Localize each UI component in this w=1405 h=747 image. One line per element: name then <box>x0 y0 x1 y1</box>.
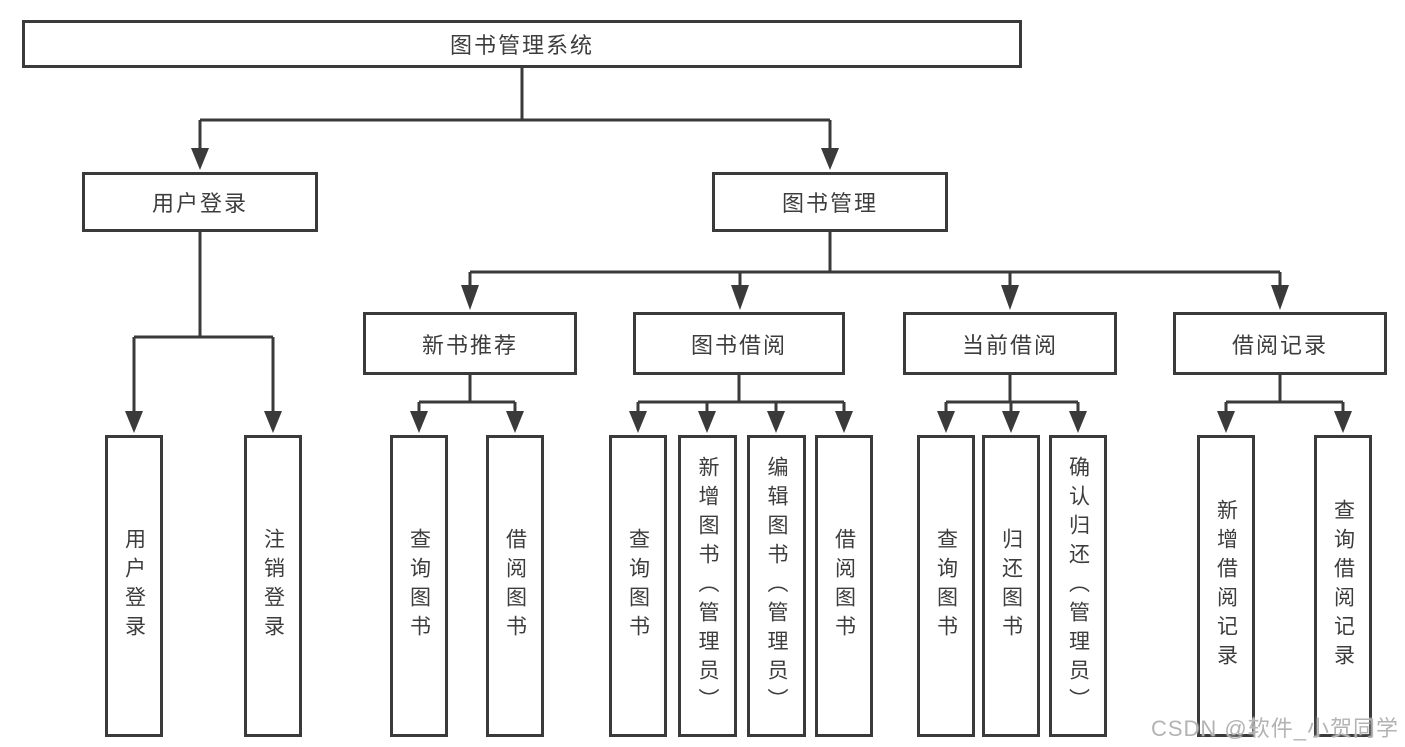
leaf-logout-label: 注销登录 <box>261 528 285 644</box>
leaf-return-books-label: 归还图书 <box>999 528 1023 644</box>
leaf-add-books-admin: 新增图书（管理员） <box>678 435 737 737</box>
leaf-query-books-borrow: 查询图书 <box>609 435 667 737</box>
node-book-management: 图书管理 <box>712 172 948 232</box>
node-book-management-label: 图书管理 <box>781 191 878 216</box>
node-book-borrow: 图书借阅 <box>633 312 845 375</box>
leaf-query-books-current: 查询图书 <box>917 435 975 737</box>
node-borrow-records: 借阅记录 <box>1173 312 1387 375</box>
leaf-add-borrow-record-label: 新增借阅记录 <box>1214 499 1238 673</box>
leaf-borrow-books-label: 借阅图书 <box>832 528 856 644</box>
leaf-query-books-borrow-label: 查询图书 <box>626 528 650 644</box>
leaf-query-books-recommend-label: 查询图书 <box>407 528 431 644</box>
leaf-query-borrow-record: 查询借阅记录 <box>1314 435 1372 737</box>
node-book-borrow-label: 图书借阅 <box>690 332 787 358</box>
leaf-borrow-books: 借阅图书 <box>815 435 873 737</box>
leaf-edit-books-admin: 编辑图书（管理员） <box>747 435 806 737</box>
leaf-query-books-recommend: 查询图书 <box>390 435 448 737</box>
node-user-login: 用户登录 <box>82 172 318 232</box>
leaf-logout: 注销登录 <box>244 435 302 737</box>
watermark: CSDN @软件_小贺同学 <box>1150 716 1399 741</box>
node-new-book-recommend-label: 新书推荐 <box>421 332 518 358</box>
leaf-borrow-books-recommend: 借阅图书 <box>486 435 544 737</box>
node-current-borrow: 当前借阅 <box>903 312 1117 375</box>
leaf-edit-books-admin-label: 编辑图书（管理员） <box>765 455 788 717</box>
leaf-confirm-return-admin: 确认归还（管理员） <box>1049 435 1107 737</box>
node-root: 图书管理系统 <box>22 20 1022 68</box>
leaf-add-borrow-record: 新增借阅记录 <box>1197 435 1255 737</box>
node-current-borrow-label: 当前借阅 <box>961 332 1058 358</box>
leaf-add-books-admin-label: 新增图书（管理员） <box>696 455 719 717</box>
leaf-user-login-label: 用户登录 <box>122 528 146 644</box>
leaf-user-login: 用户登录 <box>105 435 163 737</box>
node-new-book-recommend: 新书推荐 <box>363 312 577 375</box>
node-root-label: 图书管理系统 <box>449 33 594 58</box>
leaf-confirm-return-admin-label: 确认归还（管理员） <box>1066 455 1090 717</box>
node-user-login-label: 用户登录 <box>151 191 248 216</box>
leaf-return-books: 归还图书 <box>982 435 1040 737</box>
node-borrow-records-label: 借阅记录 <box>1231 332 1328 358</box>
leaf-borrow-books-recommend-label: 借阅图书 <box>503 528 527 644</box>
leaf-query-books-current-label: 查询图书 <box>934 528 958 644</box>
leaf-query-borrow-record-label: 查询借阅记录 <box>1331 499 1355 673</box>
